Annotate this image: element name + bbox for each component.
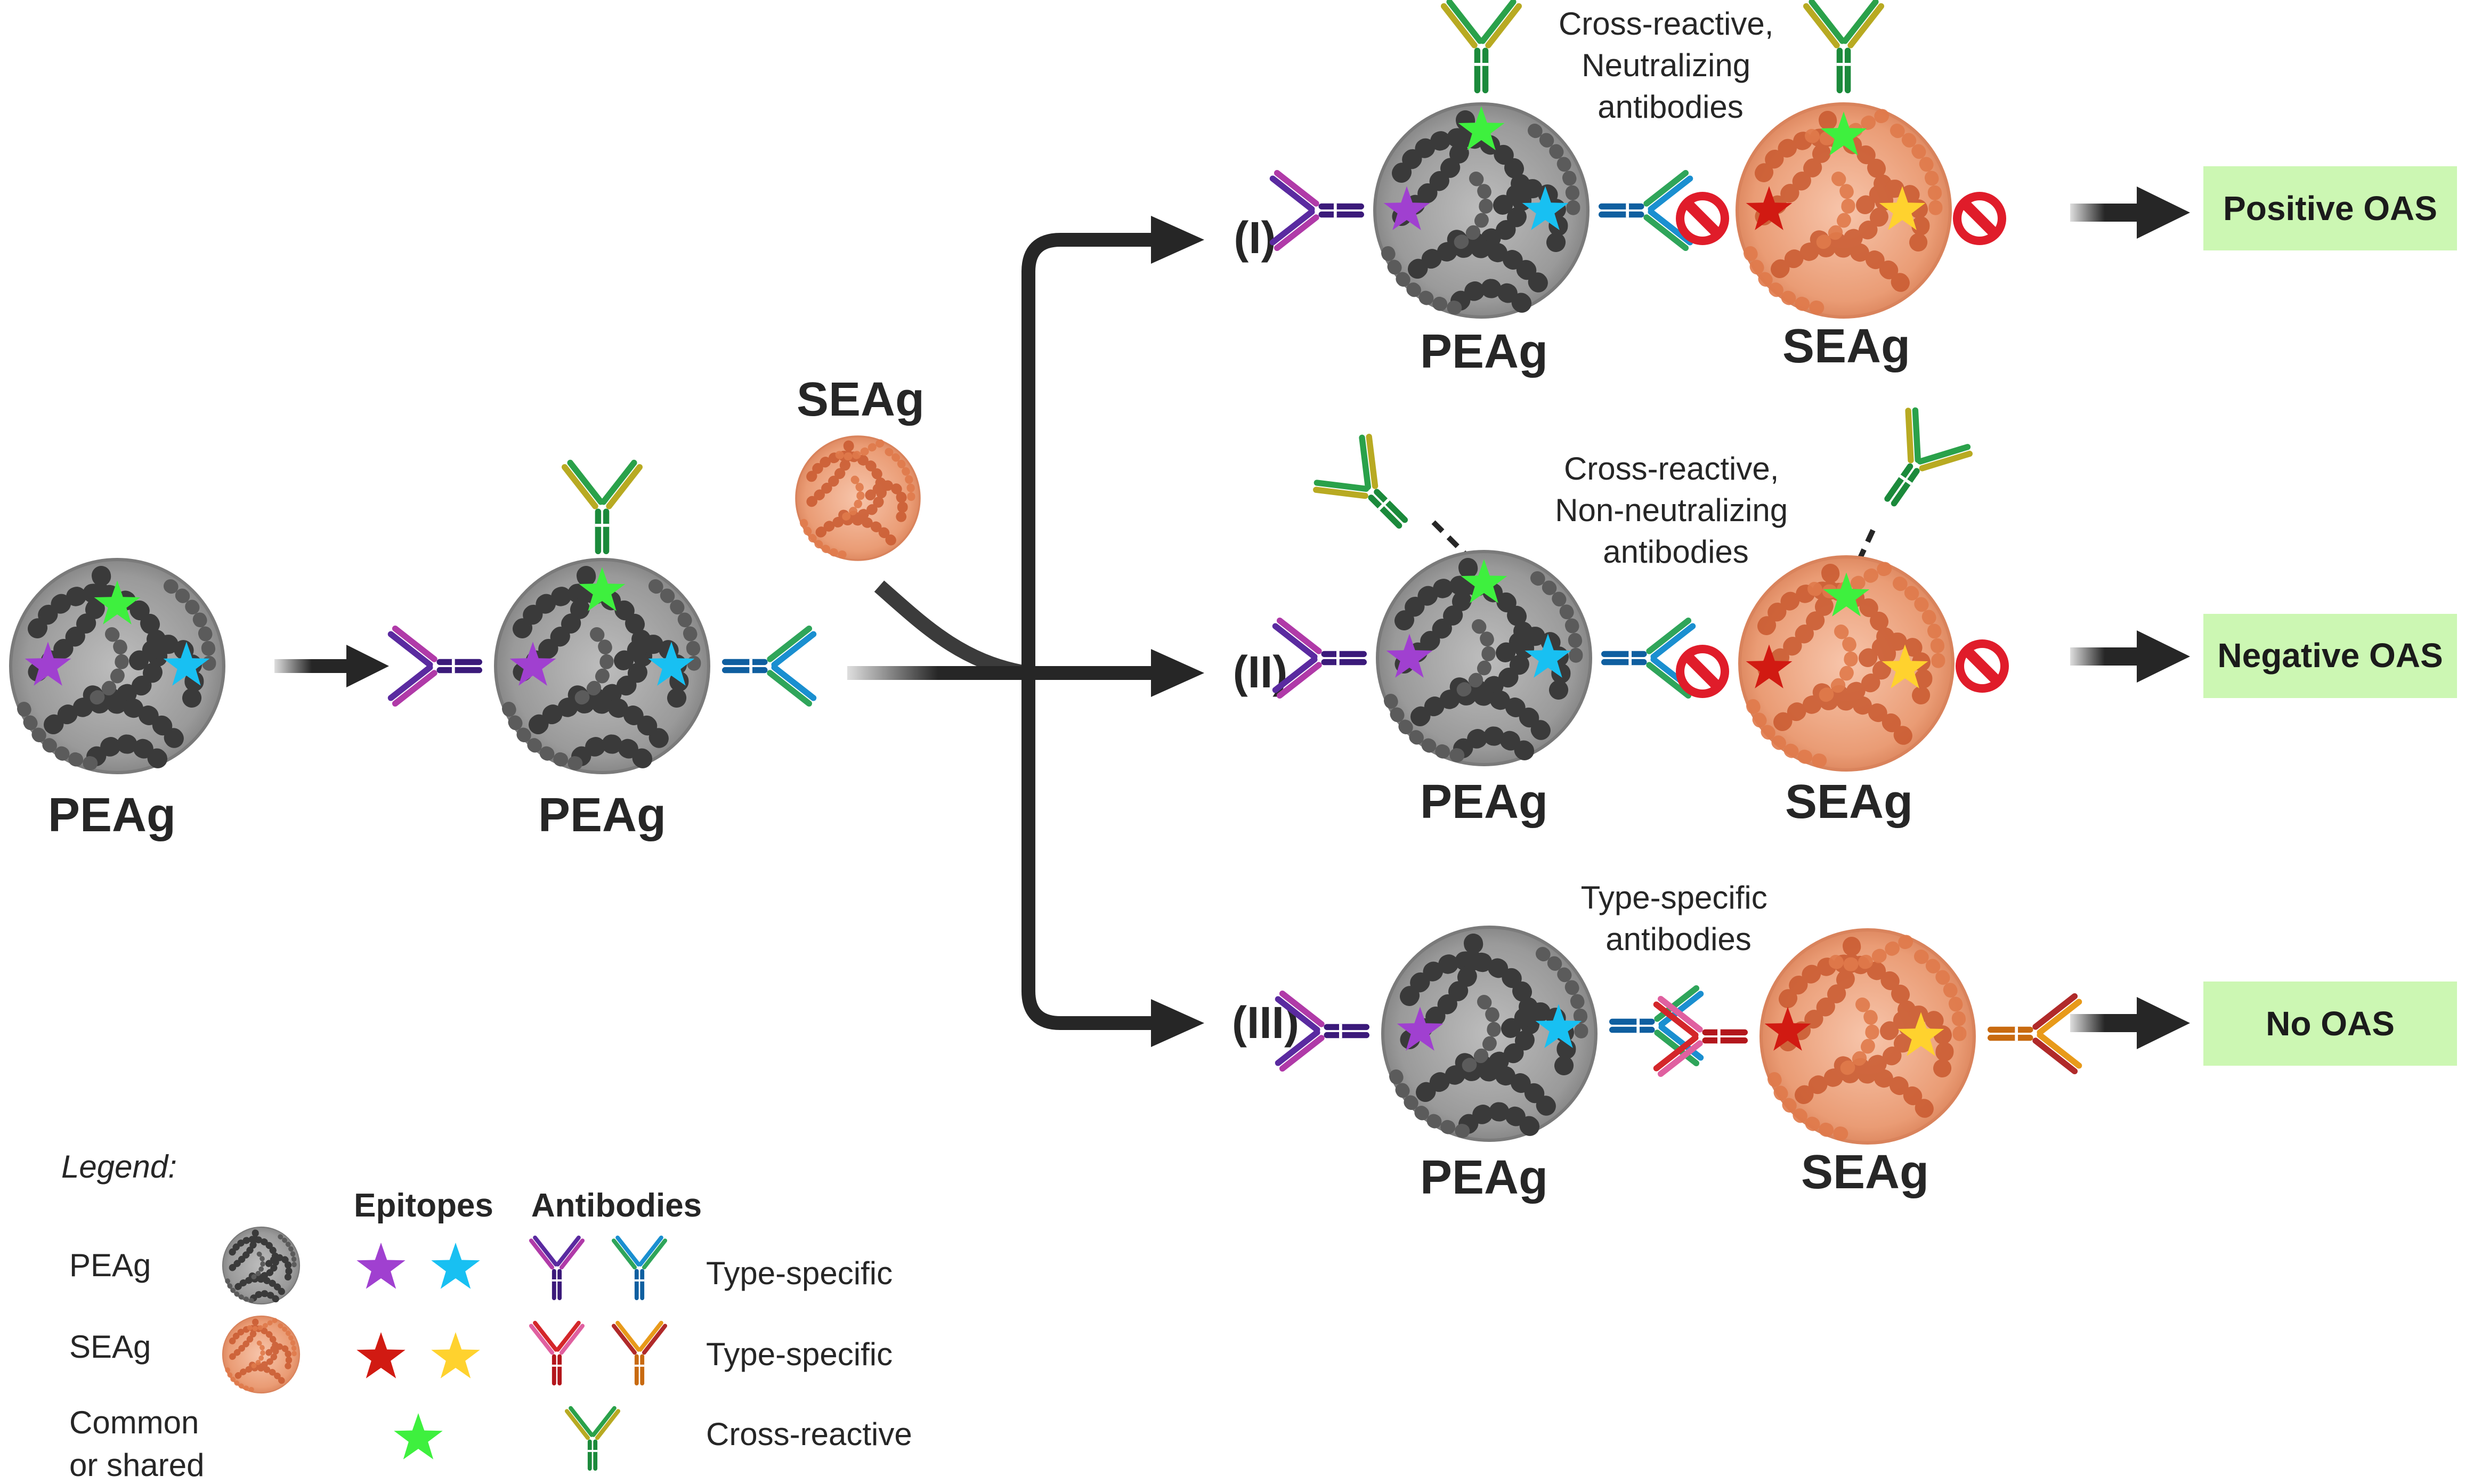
note-row3-line2: antibodies bbox=[1606, 921, 1752, 957]
legend-common-label: Common or shared bbox=[69, 1405, 208, 1483]
legend-epitopes-heading: Epitopes bbox=[354, 1187, 493, 1224]
antibody-cross-reactive-detached bbox=[1307, 427, 1434, 555]
note-row2-line2: Non-neutralizing bbox=[1555, 492, 1788, 528]
peag-with-antibodies bbox=[386, 458, 818, 773]
legend-antibody-cross bbox=[564, 1405, 621, 1471]
legend-peag-label: PEAg bbox=[69, 1247, 151, 1283]
arrow-first-exposure bbox=[274, 645, 389, 687]
legend-peag-icon bbox=[223, 1227, 299, 1304]
legend-common-line2: or shared bbox=[69, 1447, 204, 1483]
row-2-peag bbox=[1271, 427, 1697, 765]
legend-star-purple bbox=[356, 1243, 406, 1289]
antibody-cross-reactive bbox=[560, 458, 644, 554]
seag-incoming bbox=[796, 436, 920, 560]
arrow-to-outcome-row2 bbox=[2070, 630, 2190, 683]
legend-star-red bbox=[356, 1332, 406, 1378]
legend-star-cyan bbox=[431, 1243, 480, 1289]
block-icon-row1-right bbox=[1953, 192, 2006, 245]
seag-label-row2: SEAg bbox=[1785, 775, 1913, 829]
antibody-cross-reactive bbox=[1439, 0, 1523, 93]
antibody-cross-reactive bbox=[1802, 0, 1886, 93]
outcome-text-row2: Negative OAS bbox=[2217, 636, 2443, 675]
legend-star-green bbox=[394, 1413, 443, 1459]
legend-antibody-blue bbox=[611, 1235, 668, 1300]
legend-common-line1: Common bbox=[69, 1405, 199, 1440]
legend-seag-label: SEAg bbox=[69, 1329, 151, 1365]
outcome-negative-oas: Negative OAS bbox=[2203, 614, 2457, 698]
legend-seag-icon bbox=[223, 1316, 299, 1393]
arrow-second-exposure bbox=[847, 580, 1028, 680]
scenario-label-i: (I) bbox=[1234, 213, 1276, 263]
branch-arrow-heads bbox=[1151, 216, 1204, 1047]
note-row1-line1: Cross-reactive, bbox=[1559, 6, 1773, 42]
legend-star-yellow bbox=[431, 1332, 480, 1378]
note-row1-line3: antibodies bbox=[1598, 89, 1744, 125]
outcome-text-row3: No OAS bbox=[2266, 1004, 2395, 1043]
row-3-peag bbox=[1274, 927, 1705, 1140]
seag-label-incoming: SEAg bbox=[797, 373, 925, 426]
peag-label-row2: PEAg bbox=[1420, 775, 1548, 829]
arrow-to-outcome-row3 bbox=[2070, 997, 2190, 1049]
peag-label-row1: PEAg bbox=[1420, 325, 1548, 378]
legend-type-specific-2: Type-specific bbox=[706, 1336, 893, 1372]
legend: Legend: Epitopes Antibodies PEAg Type-sp… bbox=[61, 1149, 912, 1483]
outcome-no-oas: No OAS bbox=[2203, 982, 2457, 1066]
legend-antibody-purple bbox=[528, 1235, 586, 1300]
block-icon-row1-left bbox=[1676, 192, 1729, 245]
legend-type-specific-1: Type-specific bbox=[706, 1255, 893, 1291]
note-row2-line3: antibodies bbox=[1603, 534, 1749, 570]
seag-label-row3: SEAg bbox=[1801, 1146, 1929, 1199]
note-row3: Type-specific antibodies bbox=[1581, 880, 1777, 957]
legend-antibody-red bbox=[528, 1320, 586, 1385]
antibody-blue bbox=[722, 624, 818, 708]
arrow-to-outcome-row1 bbox=[2070, 186, 2190, 239]
antibody-purple bbox=[386, 624, 482, 708]
peag-label-initial: PEAg bbox=[48, 789, 176, 842]
antibody-orange bbox=[1988, 992, 2083, 1076]
block-icon-row2-right bbox=[1956, 639, 2009, 693]
note-row2-line1: Cross-reactive, bbox=[1564, 451, 1779, 486]
outcome-text-row1: Positive OAS bbox=[2223, 189, 2437, 228]
legend-antibodies-heading: Antibodies bbox=[531, 1187, 702, 1224]
seag-label-row1: SEAg bbox=[1782, 320, 1910, 373]
row-2-seag bbox=[1740, 401, 1979, 770]
branch-arrows bbox=[1021, 233, 1156, 1030]
note-row3-line1: Type-specific bbox=[1581, 880, 1767, 915]
legend-antibody-orange bbox=[611, 1320, 668, 1385]
outcome-positive-oas: Positive OAS bbox=[2203, 166, 2457, 250]
note-row2: Cross-reactive, Non-neutralizing antibod… bbox=[1555, 451, 1797, 570]
antibody-purple bbox=[1268, 168, 1364, 253]
block-icon-row2-left bbox=[1676, 645, 1729, 698]
legend-title: Legend: bbox=[61, 1149, 177, 1185]
note-row1-line2: Neutralizing bbox=[1582, 47, 1750, 83]
antibody-cross-reactive-detached bbox=[1854, 401, 1979, 528]
row-3-seag bbox=[1652, 930, 2083, 1143]
note-row1: Cross-reactive, Neutralizing antibodies bbox=[1559, 6, 1782, 125]
row-1-seag bbox=[1737, 0, 1950, 317]
legend-cross-reactive: Cross-reactive bbox=[706, 1416, 912, 1452]
peag-label-middle: PEAg bbox=[538, 789, 666, 842]
peag-label-row3: PEAg bbox=[1420, 1151, 1548, 1204]
peag-initial bbox=[11, 559, 224, 773]
